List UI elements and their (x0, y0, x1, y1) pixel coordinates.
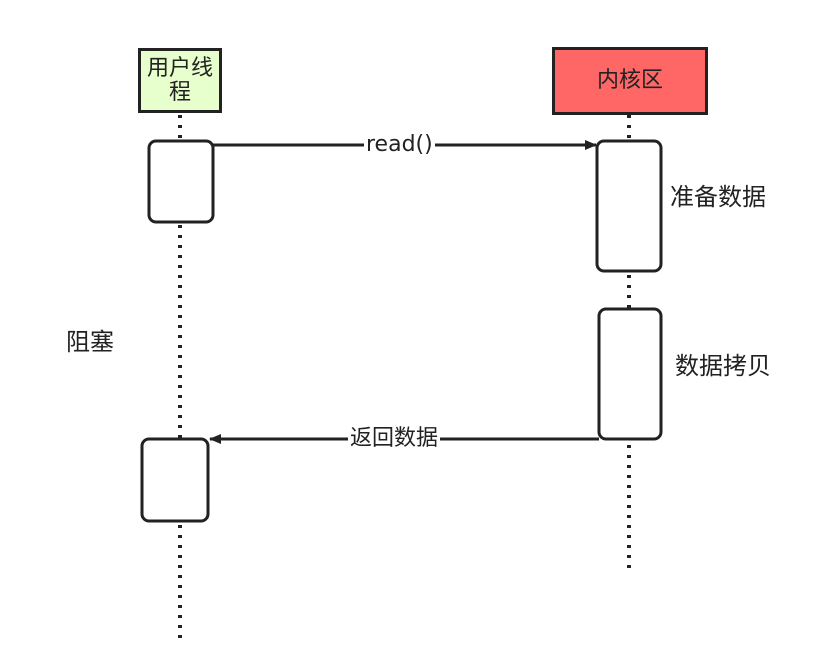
kernel-label: 内核区 (596, 68, 663, 93)
kernel-participant: 内核区 (552, 47, 708, 115)
user-thread-activation-read (147, 139, 215, 224)
return-data-label: 返回数据 (348, 426, 441, 452)
copy-data-note: 数据拷贝 (675, 352, 771, 380)
user-thread-label-line2: 程 (168, 79, 191, 105)
user-thread-activation-return (140, 437, 210, 523)
prepare-data-note: 准备数据 (670, 183, 766, 211)
read-call-label: read() (364, 132, 435, 158)
kernel-activation-copy (597, 307, 663, 441)
user-thread-label-line1: 用户线 (146, 55, 213, 81)
user-thread-participant: 用户线 程 (138, 48, 222, 113)
kernel-activation-prepare (595, 139, 663, 273)
blocked-note: 阻塞 (66, 328, 114, 356)
